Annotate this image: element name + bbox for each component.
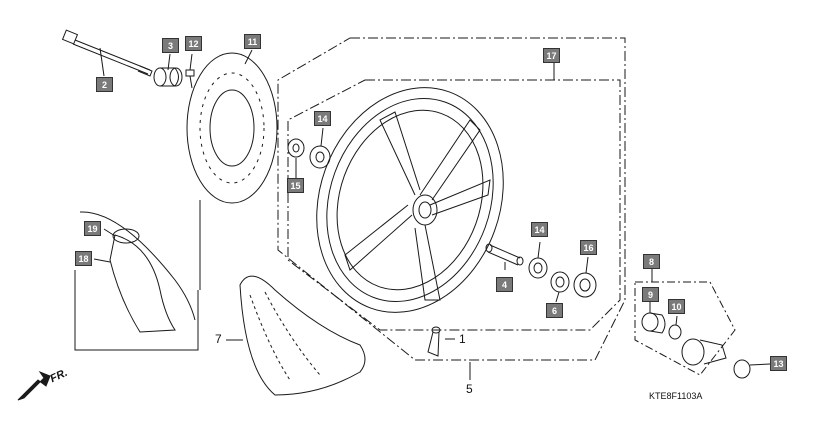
hub-collar-part	[641, 312, 666, 334]
inner-tube-part	[79, 211, 196, 333]
label-5: 5	[466, 382, 473, 396]
right-bearing-part	[528, 257, 548, 279]
gearbox-part	[681, 338, 727, 366]
callout-13: 13	[770, 356, 787, 371]
callout-3: 3	[162, 38, 179, 53]
callout-8: 8	[643, 254, 660, 269]
wheel-rim-part	[316, 87, 504, 313]
callout-15: 15	[287, 178, 304, 193]
tire-part	[239, 275, 366, 396]
hub-washer-part	[668, 324, 682, 340]
distance-collar-part	[485, 243, 524, 266]
callout-19: 19	[84, 221, 101, 236]
front-arrow-icon	[17, 370, 51, 401]
callout-14-right: 14	[531, 222, 548, 237]
left-bearing-part	[309, 145, 331, 169]
callout-4: 4	[496, 277, 513, 292]
callout-6: 6	[546, 303, 563, 318]
axle-nut-part	[733, 359, 751, 379]
callout-17: 17	[543, 48, 560, 63]
callout-12: 12	[185, 36, 202, 51]
callout-11: 11	[244, 34, 261, 49]
callout-18: 18	[75, 251, 92, 266]
label-7: 7	[215, 332, 222, 346]
callout-2: 2	[96, 77, 113, 92]
dust-seal-part	[287, 138, 305, 158]
callout-14-left: 14	[314, 111, 331, 126]
brake-disc-part	[186, 52, 278, 204]
callout-10: 10	[668, 299, 685, 314]
diagram-code: KTE8F1103A	[649, 391, 703, 401]
callout-9: 9	[642, 287, 659, 302]
retainer-part	[550, 271, 570, 293]
axle-bolt-part	[61, 29, 153, 77]
label-1: 1	[459, 332, 466, 346]
callout-16: 16	[580, 240, 597, 255]
oil-seal-part	[573, 272, 597, 298]
spacer-part	[153, 67, 183, 87]
screw-part	[185, 69, 195, 89]
rim-group-outline	[287, 79, 621, 331]
wheel-assembly-outline	[277, 37, 626, 361]
tire-valve-part	[427, 326, 441, 357]
